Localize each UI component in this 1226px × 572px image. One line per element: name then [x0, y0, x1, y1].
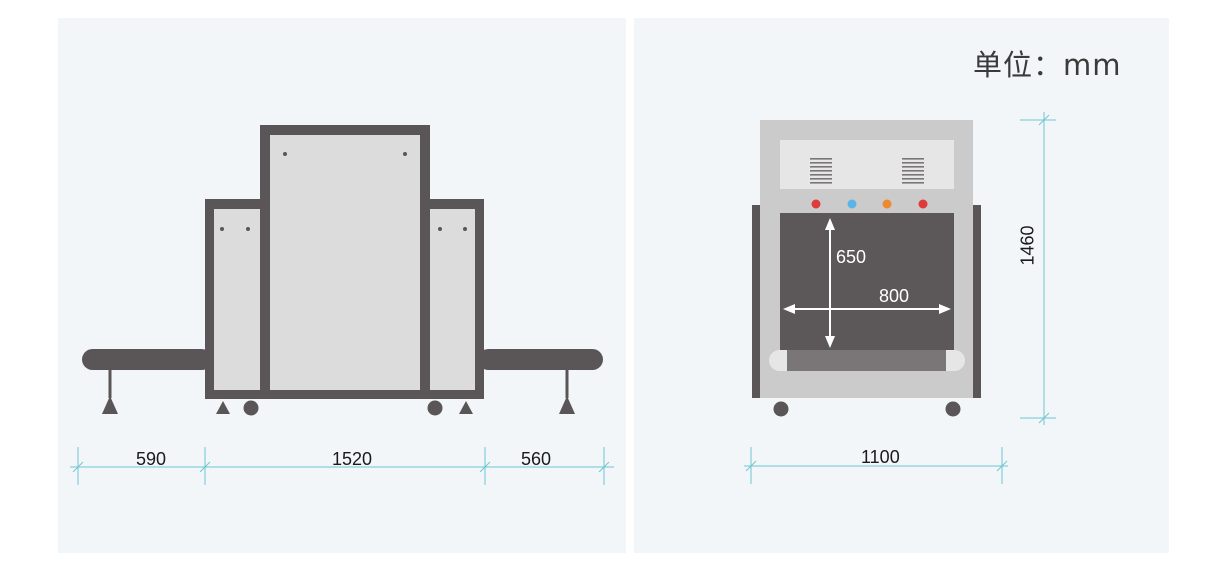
conveyor-foot-left — [102, 396, 118, 414]
tunnel-width-label: 800 — [879, 286, 910, 306]
side-view-machine — [82, 125, 603, 416]
conveyor-left — [82, 349, 212, 370]
front-wheel-left — [773, 401, 789, 417]
dimension-label-560: 560 — [521, 449, 552, 469]
side-dimension-line — [70, 447, 614, 485]
foot-right — [459, 401, 473, 414]
front-height-dimension — [1020, 112, 1056, 425]
front-width-dimension — [744, 447, 1008, 484]
wheel-right — [427, 400, 443, 416]
control-panel — [780, 140, 954, 189]
indicator-light-orange — [882, 199, 892, 209]
tunnel-opening — [780, 213, 954, 351]
front-frame-left — [752, 205, 760, 398]
vent-grille-left — [810, 158, 832, 184]
front-frame-right — [973, 205, 981, 398]
conveyor-foot-right — [559, 396, 575, 414]
tunnel-height-arrow — [825, 218, 835, 348]
vent-grille-right — [902, 158, 924, 184]
dimension-label-590: 590 — [136, 449, 167, 469]
foot-left — [216, 401, 230, 414]
unit-label: 单位：mm — [973, 48, 1122, 82]
dimension-label-1520: 1520 — [332, 449, 373, 469]
tunnel-height-label: 650 — [836, 247, 867, 267]
front-view-machine — [752, 120, 981, 417]
front-height-label: 1460 — [1017, 225, 1038, 266]
tunnel-width-arrow — [783, 304, 951, 314]
indicator-light-red — [811, 199, 821, 209]
wheel-left — [243, 400, 259, 416]
indicator-light-blue — [847, 199, 857, 209]
front-wheel-right — [945, 401, 961, 417]
indicator-light-red-2 — [918, 199, 928, 209]
front-width-label: 1100 — [861, 447, 900, 467]
conveyor-right — [478, 349, 603, 370]
